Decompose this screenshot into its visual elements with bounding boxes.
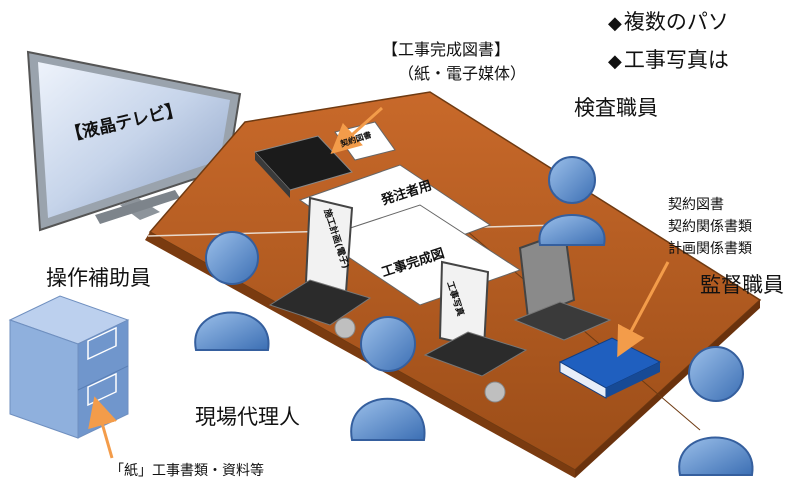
bullet-text: 複数のパソ — [623, 10, 729, 34]
mouse-icon — [484, 381, 506, 403]
contract-docs-line: 契約関係書類 — [668, 219, 752, 235]
person-icon — [678, 346, 754, 476]
tv-icon — [26, 50, 242, 232]
diamond-icon: ◆ — [608, 51, 622, 72]
person-icon — [350, 316, 426, 441]
cabinet-icon — [8, 295, 130, 439]
arrow-icon — [88, 396, 118, 459]
site-agent-label: 現場代理人 — [195, 405, 300, 429]
person-icon — [538, 156, 606, 246]
bullet-text: 工事写真は — [623, 48, 729, 72]
bullet-item: ◆複数のパソ — [608, 6, 729, 36]
laptop-icon — [268, 196, 372, 326]
arrow-icon — [617, 261, 670, 358]
completion-docs-subtitle: （紙・電子媒体） — [398, 64, 527, 83]
diamond-icon: ◆ — [608, 13, 622, 34]
arrow-icon — [330, 106, 383, 154]
operator-assistant-label: 操作補助員 — [46, 266, 151, 290]
contract-docs-line: 契約図書 — [668, 197, 724, 213]
mouse-icon — [334, 317, 356, 339]
bullet-item: ◆工事写真は — [608, 44, 729, 74]
inspector-label: 検査職員 — [574, 96, 658, 120]
binder-icon — [254, 135, 353, 198]
contract-docs-line: 計画関係書類 — [668, 241, 752, 257]
person-icon — [194, 231, 270, 351]
completion-docs-title: 【工事完成図書】 — [382, 40, 511, 59]
paper-docs-label: 「紙」工事書類・資料等 — [110, 463, 264, 479]
supervisor-label: 監督職員 — [700, 273, 784, 297]
laptop-icon — [423, 260, 528, 377]
